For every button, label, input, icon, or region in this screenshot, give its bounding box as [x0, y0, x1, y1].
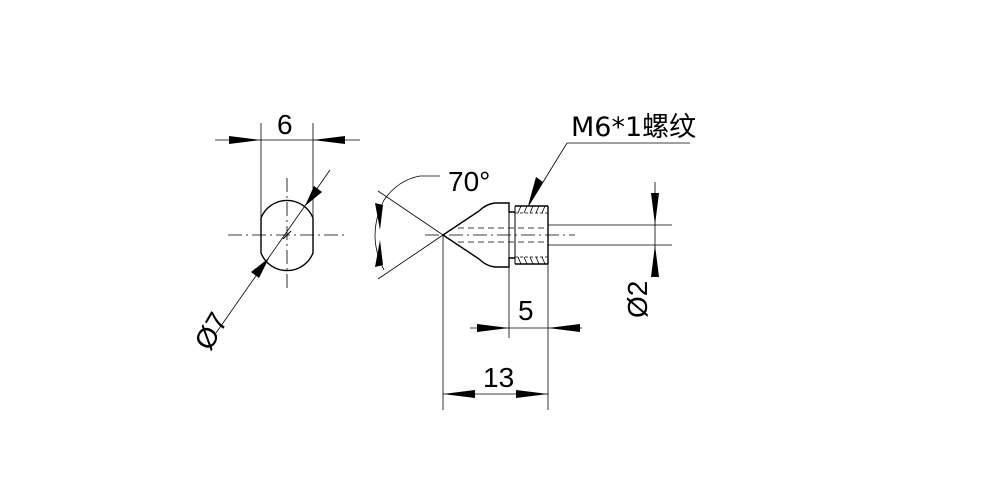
- end-view: [215, 123, 360, 334]
- end-view-width-label: 6: [277, 109, 293, 140]
- thread-length-arrow-right: [548, 324, 580, 332]
- end-view-diameter-label: Ø7: [188, 307, 234, 355]
- end-view-center-mark: [282, 230, 292, 240]
- thread-leader-arrow: [528, 177, 543, 206]
- thread-leader-diagonal: [528, 142, 568, 206]
- thread-teeth-bottom: [517, 256, 546, 265]
- total-length-arrow-left: [443, 390, 475, 398]
- bore-arrow-top: [651, 193, 659, 225]
- angle-label: 70°: [448, 166, 490, 197]
- thread-length-arrow-left: [477, 324, 509, 332]
- diameter-arrow-upper: [305, 186, 322, 206]
- angle-extension-upper: [377, 190, 444, 236]
- angle-arc: [374, 175, 440, 271]
- width-arrow-left: [229, 136, 261, 144]
- cone-upper-edge: [442, 210, 480, 236]
- angle-arrow-upper: [375, 203, 383, 230]
- thread-note-label: M6*1螺纹: [571, 112, 696, 143]
- total-length-arrow-right: [516, 390, 548, 398]
- angle-extension-lower: [377, 234, 444, 280]
- body-upper-outline: [478, 202, 515, 213]
- end-view-outline: [260, 199, 314, 272]
- diameter-arrow-lower: [251, 258, 269, 278]
- body-lower-outline: [478, 257, 515, 268]
- bore-arrow-bottom: [651, 245, 659, 277]
- cone-lower-edge: [442, 234, 480, 260]
- width-arrow-right: [313, 136, 345, 144]
- side-view: [374, 142, 690, 410]
- total-length-label: 13: [483, 362, 514, 393]
- thread-teeth-top: [517, 205, 546, 214]
- thread-length-label: 5: [518, 295, 534, 326]
- angle-arrow-lower: [375, 240, 383, 267]
- bore-diameter-label: Ø2: [622, 281, 653, 318]
